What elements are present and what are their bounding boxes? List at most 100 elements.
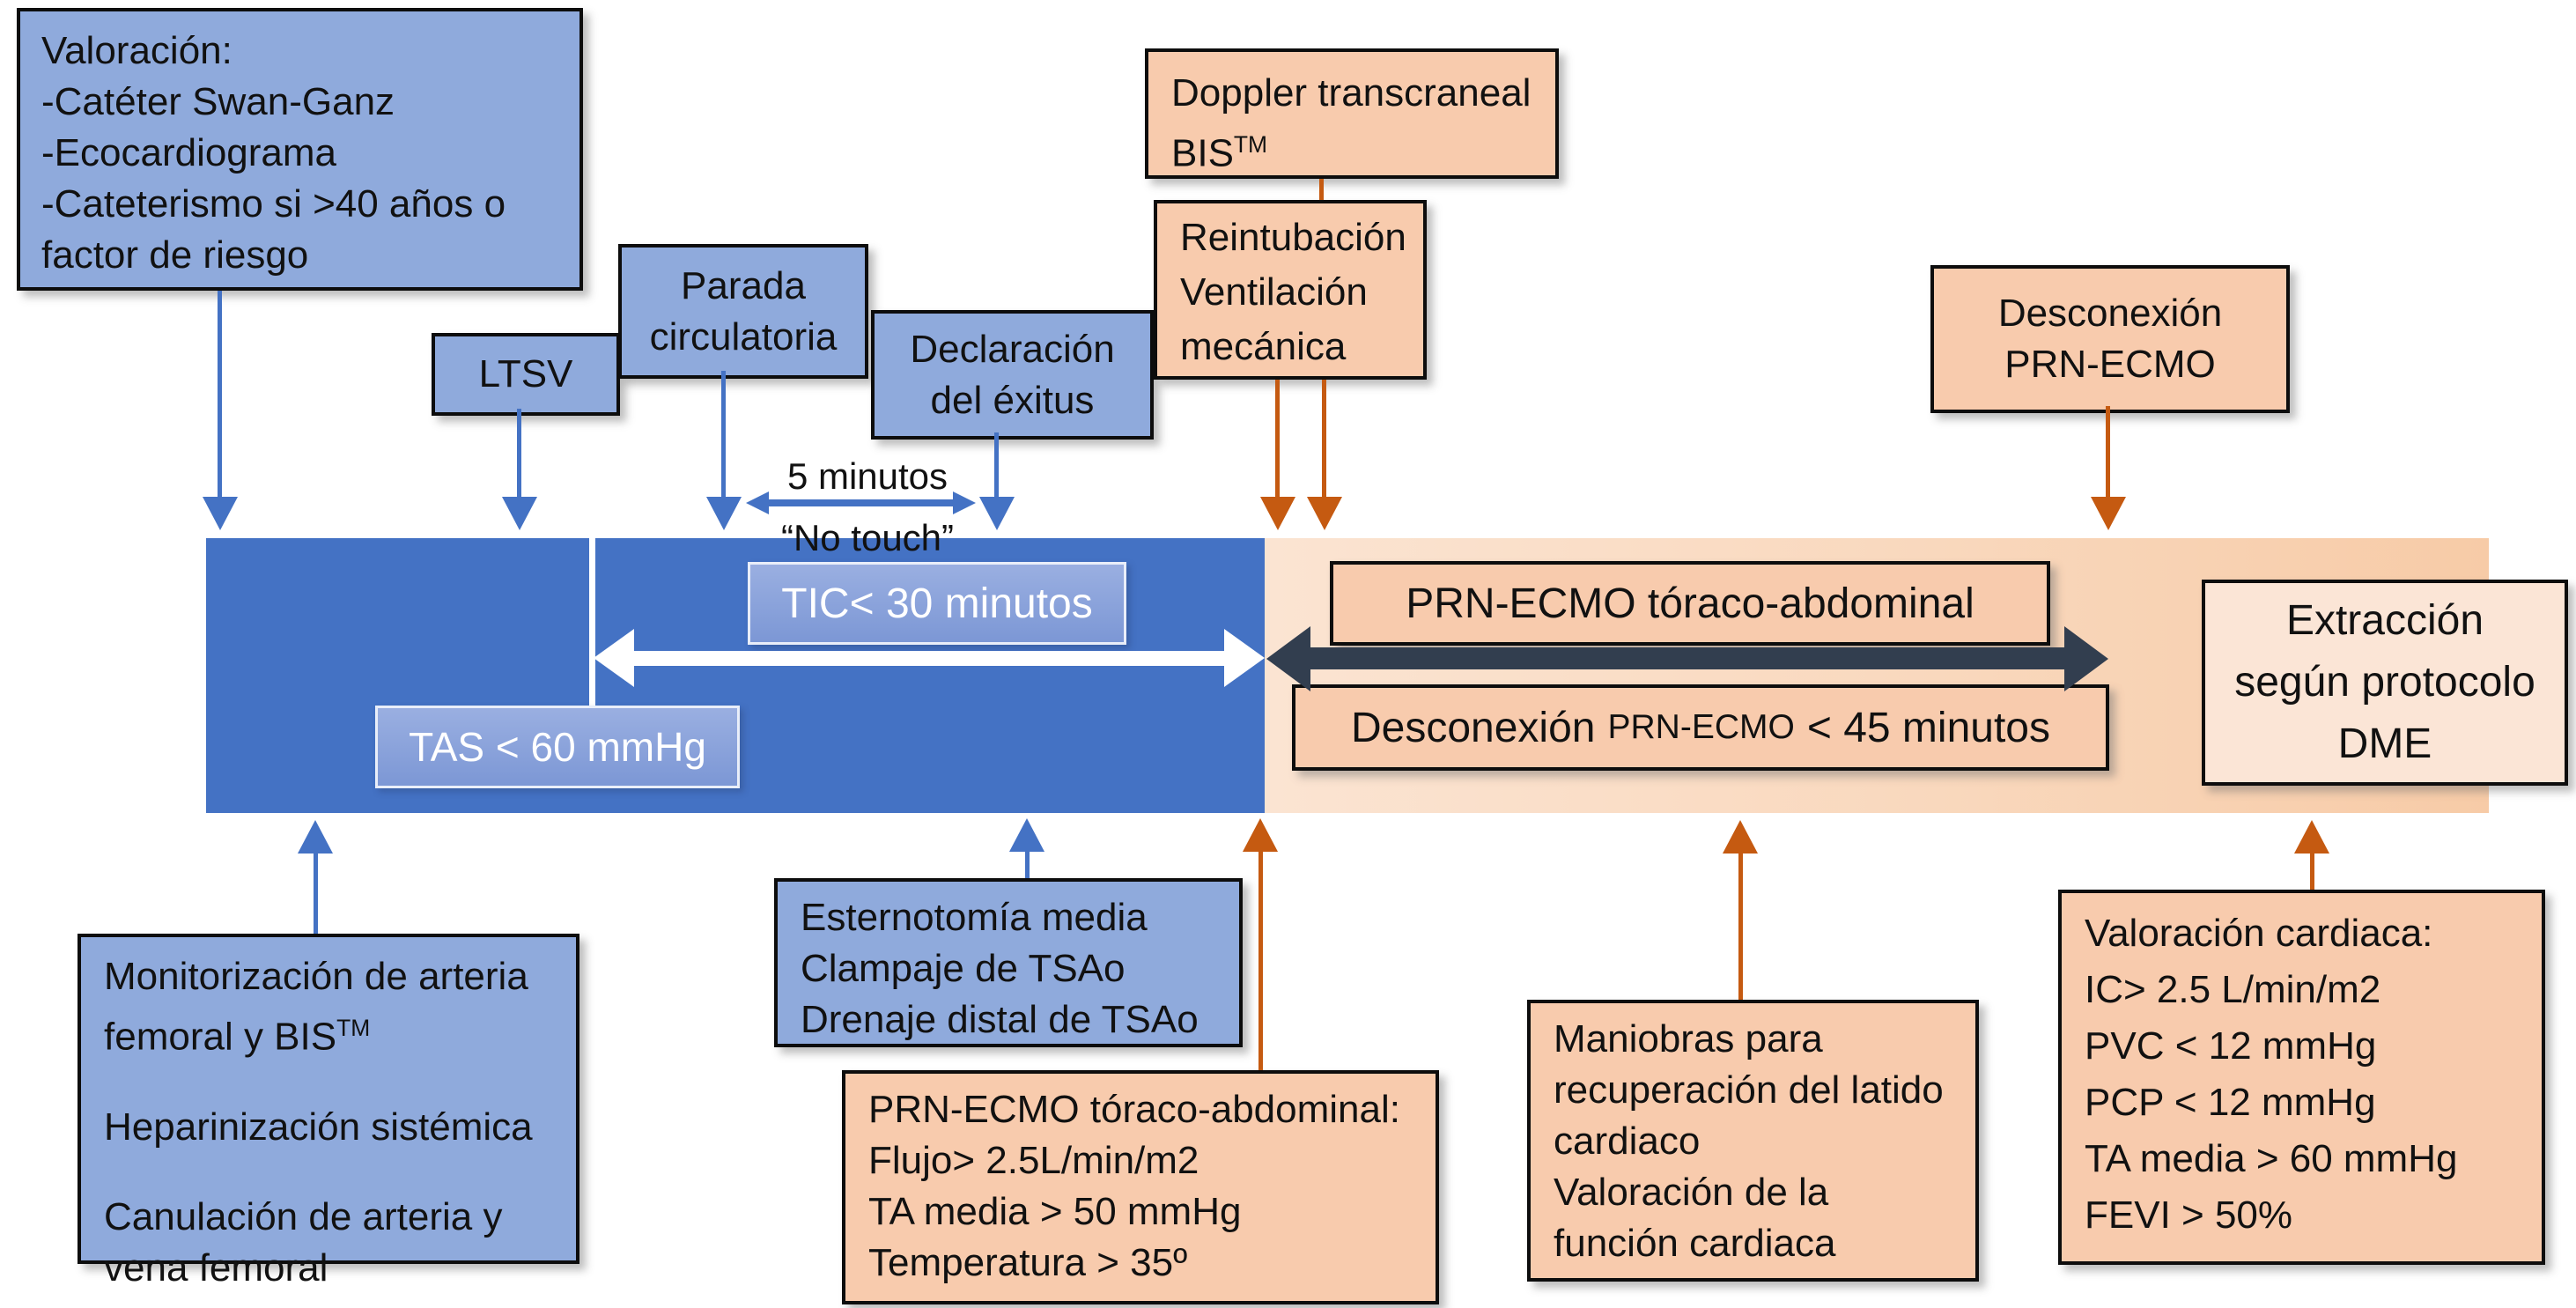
arrow-monitorizacion-up — [314, 854, 318, 934]
arrowhead-reintubacion-2 — [1307, 497, 1342, 530]
prn-detalle-line: Flujo> 2.5L/min/m2 — [868, 1139, 1199, 1182]
maniobras-line: función cardiaca — [1554, 1222, 1836, 1265]
monitorizacion-paragraph: Monitorización de arteria femoral y BIST… — [104, 955, 528, 1059]
no-touch-label: “No touch” — [780, 517, 955, 558]
monitorizacion-paragraph: Canulación de arteria y vena femoral — [104, 1194, 503, 1290]
arrowhead-prn-detalle-up — [1243, 818, 1278, 852]
desconexion-part: < 45 minutos — [1806, 704, 2050, 751]
no-touch-arrowhead-right — [953, 491, 976, 514]
valcardiaca-line: TA media > 60 mmHg — [2085, 1137, 2458, 1180]
declaracion-line: Declaración — [910, 327, 1115, 371]
valoracion-line: Valoración: — [41, 29, 233, 72]
parada-line: Parada — [681, 263, 806, 307]
prn-detalle-line: PRN-ECMO tóraco-abdominal: — [868, 1088, 1400, 1131]
valcardiaca-line: FEVI > 50% — [2085, 1193, 2293, 1237]
tas-text: TAS < 60 mmHg — [409, 724, 706, 770]
extraccion-dme-box: Extracción según protocolo DME — [2202, 580, 2568, 786]
five-minutes-label: 5 minutos — [786, 455, 948, 497]
esternotomia-box: Esternotomía media Clampaje de TSAo Dren… — [774, 878, 1243, 1047]
valoracion-line: factor de riesgo — [41, 233, 309, 277]
reintubacion-box: Reintubación Ventilación mecánica — [1154, 200, 1427, 380]
arrow-maniobras-up — [1738, 854, 1743, 1000]
dark-arrowhead-right — [2064, 626, 2108, 691]
valcardiaca-line: Valoración cardiaca: — [2085, 912, 2433, 955]
maniobras-line: Valoración de la — [1554, 1171, 1829, 1214]
maniobras-box: Maniobras para recuperación del latido c… — [1527, 1000, 1979, 1282]
doppler-line: BISTM — [1171, 131, 1268, 175]
valoracion-line: -Ecocardiograma — [41, 131, 337, 174]
arrowhead-valcardiaca-up — [2294, 820, 2329, 854]
parada-circulatoria-box: Parada circulatoria — [618, 244, 868, 379]
prn-ecmo-parametros-box: PRN-ECMO tóraco-abdominal: Flujo> 2.5L/m… — [842, 1070, 1439, 1304]
maniobras-line: recuperación del latido — [1554, 1068, 1944, 1112]
valoracion-line: -Cateterismo si >40 años o — [41, 182, 506, 225]
prn-detalle-line: TA media > 50 mmHg — [868, 1190, 1242, 1233]
valcardiaca-line: PCP < 12 mmHg — [2085, 1081, 2376, 1124]
valoracion-cardiaca-box: Valoración cardiaca: IC> 2.5 L/min/m2 PV… — [2058, 890, 2545, 1265]
arrowhead-reintubacion-1 — [1260, 497, 1295, 530]
arrowhead-ltsv — [502, 497, 537, 530]
desconexion-part: PRN-ECMO — [1607, 708, 1795, 746]
desconexion-prn-ecmo-box: Desconexión PRN-ECMO — [1930, 265, 2290, 413]
arrow-prn-detalle-up — [1258, 852, 1263, 1070]
esternotomia-line: Clampaje de TSAo — [801, 947, 1126, 990]
desconexion-top-line: Desconexión — [1997, 292, 2223, 335]
arrowhead-valoracion — [203, 497, 238, 530]
tas-60-mmhg-label: TAS < 60 mmHg — [375, 706, 740, 788]
trademark-sup: TM — [1233, 131, 1268, 158]
arrow-valoracion-down — [218, 291, 222, 497]
valoracion-line: -Catéter Swan-Ganz — [41, 80, 395, 123]
connector-doppler-reintubacion — [1319, 179, 1324, 200]
esternotomia-line: Esternotomía media — [801, 896, 1148, 939]
extraccion-line: según protocolo — [2234, 659, 2535, 706]
arrow-esternotomia-up — [1025, 852, 1030, 878]
ltsv-box: LTSV — [432, 333, 620, 416]
arrow-declaracion-down — [994, 432, 999, 497]
arrow-valcardiaca-up — [2310, 854, 2314, 890]
desconexion-part: Desconexión — [1350, 704, 1596, 751]
arrow-ltsv-down — [517, 409, 521, 497]
parada-line: circulatoria — [649, 314, 838, 358]
esternotomia-line: Drenaje distal de TSAo — [801, 998, 1199, 1041]
doppler-line: Doppler transcraneal — [1171, 71, 1532, 115]
extraccion-line: DME — [2337, 721, 2432, 767]
arrow-reintubacion-down-2 — [1322, 380, 1326, 497]
prn-ecmo-text: PRN-ECMO tóraco-abdominal — [1406, 580, 1974, 627]
arrow-reintubacion-down-1 — [1275, 380, 1280, 497]
trademark-sup: TM — [336, 1015, 371, 1041]
arrowhead-esternotomia-up — [1009, 818, 1044, 852]
arrowhead-declaracion — [979, 497, 1015, 530]
arrowhead-monitorizacion-up — [298, 820, 333, 854]
timeline-divider — [589, 538, 595, 706]
declaracion-line: del éxitus — [930, 378, 1095, 422]
no-touch-double-arrow — [766, 499, 953, 506]
desconexion-45-minutos-label: Desconexión PRN-ECMO < 45 minutos — [1292, 684, 2109, 771]
tic-30-minutos-label: TIC< 30 minutos — [748, 562, 1126, 645]
valcardiaca-line: PVC < 12 mmHg — [2085, 1024, 2377, 1068]
monitorizacion-paragraph: Heparinización sistémica — [104, 1105, 533, 1149]
valoracion-box: Valoración: -Catéter Swan-Ganz -Ecocardi… — [17, 8, 583, 291]
arrow-parada-down — [721, 371, 726, 497]
reintubacion-line: Reintubación — [1180, 216, 1406, 259]
prn-ecmo-toraco-abdominal-label: PRN-ECMO tóraco-abdominal — [1330, 561, 2050, 646]
dark-double-arrow — [1307, 647, 2064, 669]
arrow-desconexion-down — [2106, 406, 2110, 497]
white-arrowhead-left — [594, 629, 634, 687]
maniobras-line: Maniobras para — [1554, 1017, 1823, 1060]
arrowhead-maniobras-up — [1723, 820, 1758, 854]
dark-arrowhead-left — [1266, 626, 1310, 691]
reintubacion-line: Ventilación — [1180, 270, 1368, 314]
monitorizacion-box: Monitorización de arteria femoral y BIST… — [78, 934, 579, 1290]
ltsv-label: LTSV — [478, 352, 573, 395]
arrowhead-parada — [706, 497, 742, 530]
desconexion-top-line: PRN-ECMO — [2004, 343, 2216, 386]
white-double-arrow — [631, 651, 1224, 666]
reintubacion-line: mecánica — [1180, 325, 1347, 368]
arrowhead-desconexion — [2091, 497, 2126, 530]
extraccion-line: Extracción — [2285, 597, 2484, 644]
no-touch-arrowhead-left — [746, 491, 769, 514]
declaracion-exitus-box: Declaración del éxitus — [871, 310, 1154, 440]
valcardiaca-line: IC> 2.5 L/min/m2 — [2085, 968, 2381, 1011]
tic-text: TIC< 30 minutos — [781, 580, 1093, 627]
